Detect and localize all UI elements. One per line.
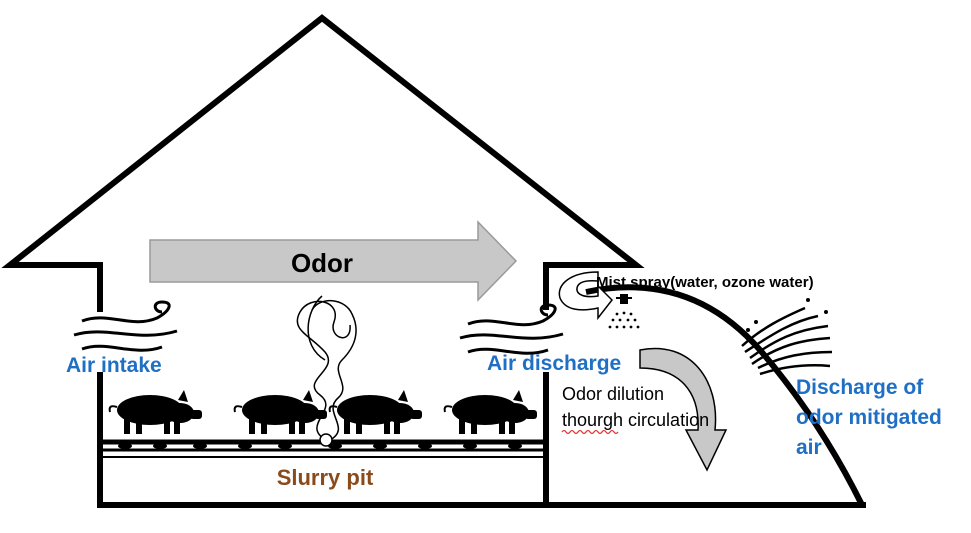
odor-dilution-label-line2: thourgh circulation	[562, 410, 709, 430]
pig-icon	[233, 389, 328, 435]
barn-roof-outline	[1, 14, 645, 312]
circulation-arrow-icon	[639, 347, 728, 472]
pig-icon	[443, 389, 538, 435]
slurry-pit-label: Slurry pit	[277, 465, 374, 490]
odor-dilution-label-line1: Odor dilution	[562, 384, 664, 404]
air-discharge-label: Air discharge	[487, 352, 621, 375]
mist-spray-label: Mist spray(water, ozone water)	[596, 274, 814, 291]
air-intake-wind-icon	[72, 300, 179, 352]
mitigated-air-wind-icon	[741, 298, 833, 376]
discharge-label-line2: odor mitigated	[796, 406, 942, 429]
discharge-label-line1: Discharge of	[796, 376, 924, 399]
pig-icon	[328, 389, 423, 435]
air-intake-label: Air intake	[66, 354, 162, 377]
odor-smoke-icon	[296, 295, 357, 447]
discharge-label-line3: air	[796, 436, 822, 459]
spellcheck-squiggle	[561, 429, 619, 435]
air-discharge-wind-icon	[458, 303, 565, 355]
odor-label: Odor	[291, 248, 353, 278]
mist-return-arrow-icon	[558, 271, 613, 321]
spray-nozzle-icon	[608, 294, 640, 329]
odor-flow-arrow	[149, 220, 518, 302]
pig-icon	[108, 389, 203, 435]
